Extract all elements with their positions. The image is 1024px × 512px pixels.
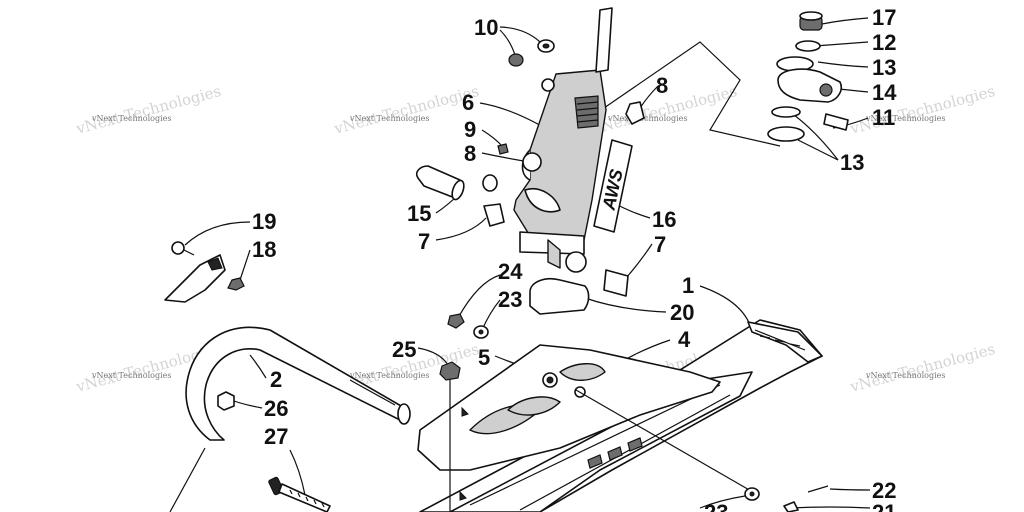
watermark: vNext Technologies <box>349 114 429 123</box>
watermark: vNext Technologies <box>865 114 945 123</box>
spindle <box>513 7 613 269</box>
part-label-22: 22 <box>872 478 896 503</box>
part-label-20: 20 <box>670 300 694 325</box>
rubber-block <box>529 277 590 315</box>
part-label-10: 10 <box>474 15 498 40</box>
part-label-14: 14 <box>872 80 897 105</box>
part-label-18: 18 <box>252 237 276 262</box>
ski-saddle <box>417 344 721 501</box>
nuts-washers <box>439 313 829 512</box>
part-label-25: 25 <box>392 337 416 362</box>
part-label-6: 6 <box>462 90 474 115</box>
watermark: vNext Technologies <box>349 371 429 380</box>
part-label-19: 19 <box>252 209 276 234</box>
watermark: vNext Technologies <box>607 114 687 123</box>
part-label-16: 16 <box>652 207 676 232</box>
watermark-shadow: vNext Technologies <box>331 82 481 138</box>
part-label-7: 7 <box>654 232 666 257</box>
watermark: vNext Technologies <box>865 371 945 380</box>
bushings <box>415 165 629 297</box>
watermark-shadow: vNext Technologies <box>847 82 997 138</box>
rod-line <box>575 389 759 496</box>
part-label-12: 12 <box>872 30 896 55</box>
part-labels: 10 6 9 8 8 15 7 16 7 17 12 13 14 11 13 1… <box>252 5 897 512</box>
part-label-26: 26 <box>264 396 288 421</box>
clip-26 <box>217 391 235 411</box>
part-label-9: 9 <box>464 117 476 142</box>
part-label-7: 7 <box>418 229 430 254</box>
part-label-23: 23 <box>498 287 522 312</box>
part-label-24: 24 <box>498 259 523 284</box>
part-label-13: 13 <box>840 150 864 175</box>
leader-lines <box>169 17 871 512</box>
cap-assembly <box>767 11 849 142</box>
aws-logo-text: AWS <box>598 167 626 212</box>
part-label-17: 17 <box>872 5 896 30</box>
part-label-8: 8 <box>656 73 668 98</box>
part-label-21: 21 <box>872 500 896 512</box>
ski-loop <box>185 326 411 441</box>
part-label-11: 11 <box>872 105 895 130</box>
part-label-27: 27 <box>264 424 288 449</box>
watermark-shadow: vNext Technologies <box>847 340 997 396</box>
small-hardware <box>497 39 645 155</box>
part-label-4: 4 <box>678 327 691 352</box>
watermark: vNext Technologies <box>91 371 171 380</box>
bracket-19 <box>164 241 245 303</box>
bolt-27 <box>268 476 331 512</box>
part-label-23: 23 <box>704 500 728 512</box>
part-label-1: 1 <box>682 273 694 298</box>
watermark-shadow: vNext Technologies <box>73 82 223 138</box>
watermark: vNext Technologies <box>91 114 171 123</box>
part-label-15: 15 <box>407 201 431 226</box>
part-label-8: 8 <box>464 141 476 166</box>
part-label-2: 2 <box>270 367 282 392</box>
part-label-5: 5 <box>478 345 490 370</box>
part-label-13: 13 <box>872 55 896 80</box>
